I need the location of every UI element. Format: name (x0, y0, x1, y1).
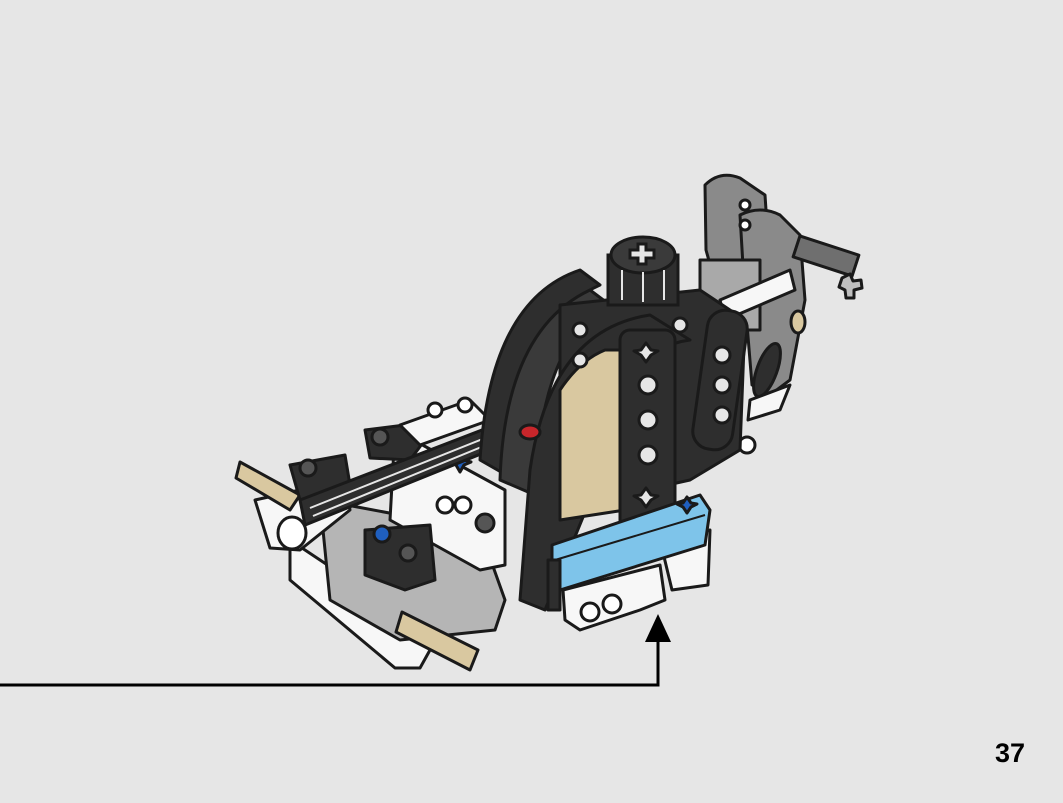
azure-beam-assembly (546, 493, 712, 632)
page-number: 37 (994, 738, 1025, 768)
black-arch-frame (478, 268, 749, 612)
callout-arrow (0, 614, 671, 687)
top-gear (606, 235, 680, 307)
